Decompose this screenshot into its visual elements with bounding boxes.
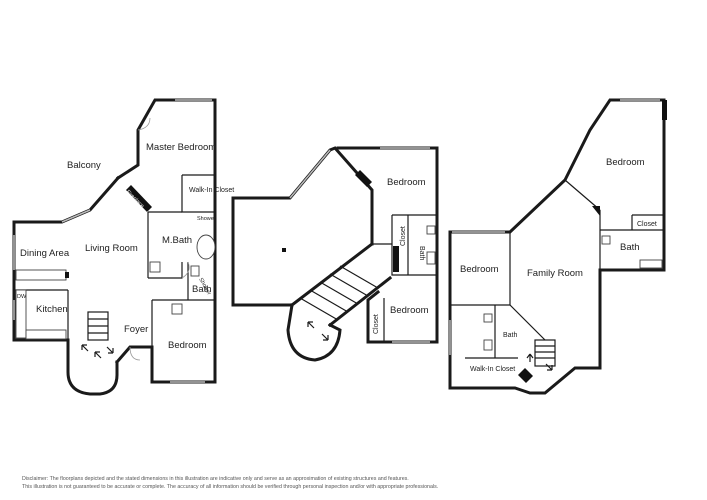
column-marker	[282, 248, 286, 252]
toilet-icon	[149, 261, 161, 273]
room-label-closet-2a: Closet	[400, 226, 407, 246]
kitchen-counter	[15, 289, 27, 339]
stair-arrow-icon	[106, 346, 114, 354]
floor2-wall	[391, 215, 437, 276]
stair-arrow-icon	[307, 321, 315, 329]
sink-icon	[171, 303, 183, 315]
room-label-walk-in-closet-3: Walk-In Closet	[470, 366, 515, 373]
floor3-exterior-wall-south	[448, 230, 602, 395]
room-label-balcony: Balcony	[67, 160, 101, 171]
room-label-foyer: Foyer	[124, 324, 148, 335]
wall-accent	[393, 246, 399, 272]
toilet-icon	[190, 265, 200, 277]
floor2-stair-tower	[286, 303, 342, 362]
floor3-wall	[564, 179, 601, 211]
sink-icon	[601, 235, 611, 245]
window	[61, 209, 91, 223]
room-label-bedroom: Bedroom	[168, 340, 207, 351]
disclaimer-line: Disclaimer: The floorplans depicted and …	[22, 476, 409, 482]
room-label-bedroom-3b: Bedroom	[460, 264, 499, 275]
window	[289, 149, 331, 199]
room-label-walk-in-closet: Walk-In Closet	[189, 187, 234, 194]
toilet-icon	[483, 339, 493, 351]
stair-arrow-icon	[545, 363, 553, 371]
room-label-closet-3: Closet	[637, 221, 657, 228]
floor1-exterior-wall-north	[115, 98, 217, 181]
floor1-exterior-wall	[114, 98, 217, 384]
floor3-wall	[509, 304, 546, 341]
room-label-bedroom-2b: Bedroom	[390, 305, 429, 316]
room-label-bath-2: Bath	[418, 246, 425, 261]
dishwasher-label: DW	[17, 294, 27, 300]
wall-accent	[355, 170, 372, 187]
stair-arrow-icon	[94, 351, 102, 359]
sink-icon	[483, 313, 493, 323]
toilet-icon	[426, 251, 436, 265]
shower-label: Shower	[197, 216, 216, 222]
door-swing	[137, 117, 151, 131]
floor2-exterior-wall-north	[231, 146, 374, 246]
wall-accent	[518, 368, 533, 383]
stair-arrow-icon	[321, 333, 329, 341]
disclaimer-line: This illustration is not guaranteed to b…	[22, 483, 439, 490]
room-label-dining-area: Dining Area	[20, 248, 70, 259]
stair-tread	[339, 265, 379, 289]
wall-accent	[592, 206, 600, 216]
stair-tread	[319, 281, 359, 305]
room-label-living-room: Living Room	[85, 243, 138, 254]
room-label-bath-3a: Bath	[620, 242, 640, 253]
floor3-exterior-wall	[448, 98, 666, 370]
room-label-master-bedroom: Master Bedroom	[146, 142, 216, 153]
floor-2: Bedroom Closet Bath Bedroom Closet	[231, 146, 439, 362]
sink-icon	[426, 225, 436, 235]
stair-arrow-icon	[81, 344, 89, 352]
floor2-hall-wall	[327, 275, 393, 328]
room-label-m-bath: M.Bath	[162, 235, 192, 246]
floor1-exterior-wall-west	[12, 175, 121, 342]
floor1-stair-tower	[66, 338, 119, 396]
stair-arrow-icon	[526, 353, 534, 362]
door-swing	[181, 261, 190, 279]
stair-run	[534, 339, 556, 367]
room-label-closet-2b: Closet	[373, 314, 380, 334]
floor-1: Balcony Master Bedroom Walk-In Closet Fi…	[12, 98, 234, 396]
disclaimer: Disclaimer: The floorplans depicted and …	[22, 476, 702, 491]
wall-accent	[662, 100, 667, 120]
tub-icon	[196, 234, 216, 260]
kitchen-counter-bottom	[25, 329, 67, 340]
tub-icon	[639, 259, 663, 269]
floor2-exterior-wall	[231, 196, 294, 307]
kitchen-island	[15, 269, 67, 281]
stair-tread	[309, 289, 349, 313]
room-label-bedroom-2a: Bedroom	[387, 177, 426, 188]
door-swing	[129, 346, 141, 361]
room-label-family-room: Family Room	[527, 268, 583, 279]
room-label-bath-3b: Bath	[503, 332, 518, 339]
room-label-bedroom-3a: Bedroom	[606, 157, 645, 168]
room-label-bath: Bath	[192, 284, 212, 295]
fireplace-block	[126, 185, 152, 212]
kitchen-post	[65, 272, 69, 278]
stair-tread	[299, 297, 339, 321]
stair-tread	[329, 273, 369, 297]
floor-3: Bedroom Closet Bath Bedroom Family Room …	[448, 98, 667, 395]
room-label-kitchen: Kitchen	[36, 304, 68, 315]
